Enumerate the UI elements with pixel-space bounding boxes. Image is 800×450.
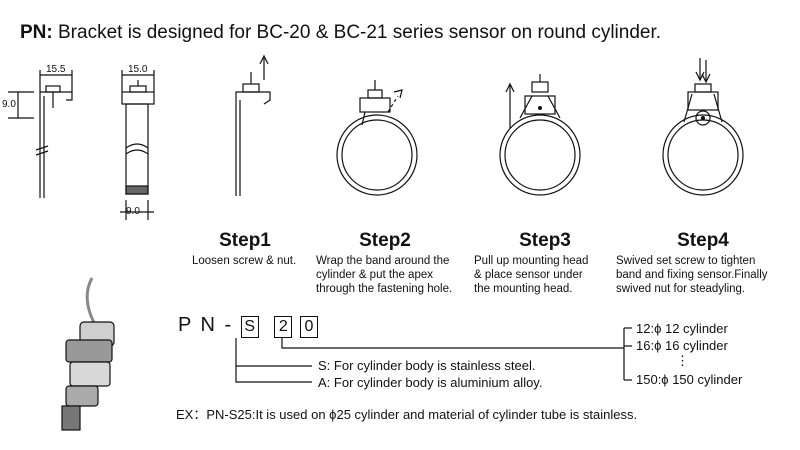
step2-drawing [336, 80, 418, 196]
size-option-16: 16:ϕ 16 cylinder [636, 338, 728, 353]
example-note: EX：PN-S25:It is used on ϕ25 cylinder and… [176, 407, 638, 422]
size-option-12: 12:ϕ 12 cylinder [636, 321, 728, 336]
step4-description: Swived set screw to tighten band and fix… [616, 255, 768, 295]
step3-title: Step3 [519, 230, 571, 251]
part-number-prefix: PN: [20, 22, 53, 43]
side-width-label: 15.5 [46, 64, 66, 75]
step1-title: Step1 [219, 230, 271, 251]
sensor-illustration [61, 277, 115, 431]
step1-description: Loosen screw & nut. [192, 255, 297, 267]
material-option-stainless: S: For cylinder body is stainless steel. [318, 358, 536, 373]
step2-description: Wrap the band around the cylinder & put … [316, 255, 453, 295]
step3-drawing [499, 74, 581, 196]
code-leader-lines [235, 327, 632, 383]
step4-drawing [662, 58, 744, 196]
size-code-box-1: 2 [274, 316, 293, 338]
height-label: 9.0 [2, 99, 16, 110]
title-text: Bracket is designed for BC-20 & BC-21 se… [52, 22, 662, 43]
material-code-box: S [240, 316, 259, 338]
front-width-label: 15.0 [128, 64, 148, 75]
page-title: PN: Bracket is designed for BC-20 & BC-2… [20, 22, 661, 44]
part-code-prefix: P N - [178, 314, 234, 336]
front-view-drawing [120, 70, 155, 220]
step4-title: Step4 [677, 230, 729, 251]
size-option-ellipsis: ⋮ [676, 353, 689, 368]
step2-title: Step2 [359, 230, 411, 251]
step1-drawing [235, 54, 271, 196]
size-code-box-2: 0 [299, 316, 318, 338]
size-option-150: 150:ϕ 150 cylinder [636, 372, 743, 387]
part-code: P N - S 2 0 [178, 314, 318, 338]
step3-description: Pull up mounting head & place sensor und… [474, 255, 589, 295]
side-view-drawing [8, 70, 73, 198]
material-option-aluminium: A: For cylinder body is aluminium alloy. [318, 375, 543, 390]
bottom-width-label: 9.0 [126, 206, 140, 217]
